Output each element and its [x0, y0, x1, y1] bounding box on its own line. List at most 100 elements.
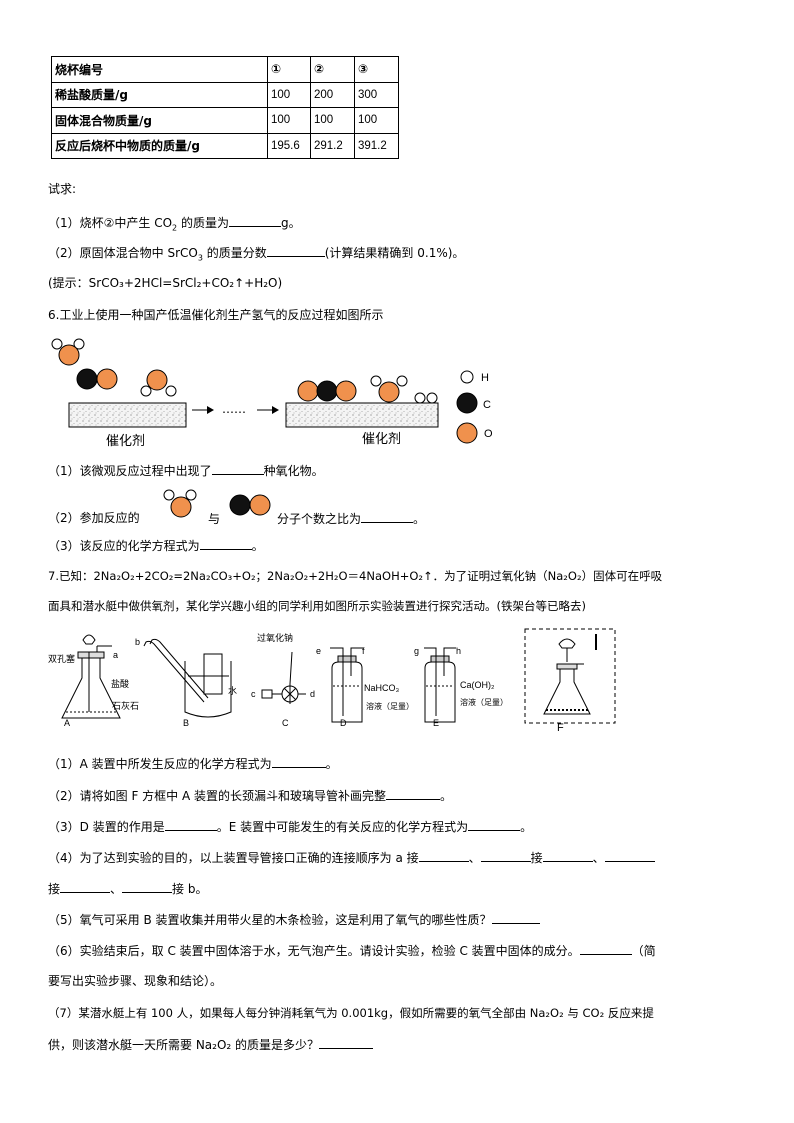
- water-molecule-icon: [370, 375, 408, 403]
- table-cell: 391.2: [354, 132, 399, 159]
- table-cell: 反应后烧杯中物质的质量/g: [51, 132, 268, 159]
- label-E: E: [433, 718, 440, 728]
- q6-part2: （2）参加反应的: [48, 511, 140, 525]
- legend-c: C: [483, 399, 491, 411]
- label-na2o2: 过氧化钠: [257, 633, 294, 643]
- answer-blank[interactable]: [164, 818, 217, 831]
- catalyst-reaction-diagram: …… H C O: [51, 338, 493, 444]
- label-A: A: [64, 718, 71, 728]
- apparatus-e: [424, 647, 456, 723]
- table-cell: 100: [354, 107, 399, 134]
- legend-o: O: [484, 428, 493, 440]
- legend-h: H: [481, 372, 489, 384]
- label-c: c: [251, 689, 256, 699]
- answer-blank[interactable]: [266, 244, 325, 257]
- h2-molecule-icon: [414, 392, 438, 404]
- label-C: C: [282, 718, 289, 728]
- co2-molecule-icon: [297, 380, 357, 402]
- answer-blank[interactable]: [60, 880, 111, 893]
- q6-part3: （3）该反应的化学方程式为。: [48, 537, 264, 553]
- table-cell: 稀盐酸质量/g: [51, 81, 268, 108]
- answer-blank[interactable]: [579, 942, 632, 955]
- water-molecule-icon: [51, 338, 85, 366]
- process-ellipsis: ……: [222, 402, 246, 416]
- carbon-atom-icon: [456, 392, 478, 414]
- apparatus-d: [330, 647, 364, 723]
- label-stopper: 双孔塞: [48, 654, 76, 664]
- catalyst-slab: [68, 402, 187, 428]
- table-header-cell: ②: [310, 56, 355, 83]
- label-b: b: [135, 637, 141, 647]
- apparatus-b: [143, 638, 232, 718]
- q6-part2-end: 分子个数之比为。: [277, 510, 426, 526]
- water-molecule-icon: [163, 489, 197, 518]
- table-cell: 100: [267, 81, 311, 108]
- q7-part5: （5）氧气可采用 B 装置收集并用带火星的木条检验，这是利用了氧气的哪些性质？: [48, 911, 540, 928]
- answer-blank[interactable]: [418, 849, 469, 862]
- answer-blank[interactable]: [228, 214, 281, 227]
- label-caoh2: Ca(OH)₂: [460, 680, 495, 690]
- hydrogen-atom-icon: [460, 370, 474, 384]
- table-header-cell: 烧杯编号: [51, 56, 268, 83]
- answer-blank[interactable]: [386, 787, 441, 800]
- answer-blank[interactable]: [468, 818, 521, 831]
- q7-part4-cont: 接、接 b。: [48, 880, 208, 896]
- table-header-cell: ③: [354, 56, 399, 83]
- answer-blank[interactable]: [542, 849, 593, 862]
- label-F: F: [557, 722, 564, 734]
- table-cell: 300: [354, 81, 399, 108]
- q7-part7-cont: 供，则该潜水艇一天所需要 Na₂O₂ 的质量是多少？: [48, 1036, 374, 1053]
- apparatus-f: [524, 628, 616, 724]
- label-solution-e: 溶液（足量）: [460, 698, 508, 707]
- q5-part2: （2）原固体混合物中 SrCO3 的质量分数(计算结果精确到 0.1%)。: [48, 244, 465, 263]
- table-header-row: 烧杯编号 ① ② ③: [51, 56, 399, 83]
- answer-blank[interactable]: [199, 537, 252, 550]
- label-D: D: [340, 718, 347, 728]
- table-cell: 291.2: [310, 132, 355, 159]
- label-acid: 盐酸: [111, 679, 130, 689]
- q7-part1: （1）A 装置中所发生反应的化学方程式为。: [48, 755, 338, 771]
- label-f: f: [362, 646, 365, 656]
- q5-ask: 试求:: [48, 182, 77, 196]
- answer-blank[interactable]: [361, 510, 414, 523]
- label-nahco3: NaHCO₃: [364, 683, 400, 693]
- q5-hint: (提示：SrCO₃+2HCl=SrCl₂+CO₂↑+H₂O): [48, 276, 283, 290]
- label-g: g: [414, 646, 420, 656]
- q7-part6-cont: 要写出实验步骤、现象和结论）。: [48, 974, 223, 988]
- label-limestone: 石灰石: [112, 701, 140, 711]
- q7-part2: （2）请将如图 F 方框中 A 装置的长颈漏斗和玻璃导管补画完整。: [48, 787, 453, 803]
- q6-title: 6.工业上使用一种国产低温催化剂生产氢气的反应过程如图所示: [48, 308, 384, 322]
- oxygen-atom-icon: [456, 422, 478, 444]
- apparatus-diagram: [61, 628, 616, 724]
- answer-blank[interactable]: [604, 849, 655, 862]
- q6-part1: （1）该微观反应过程中出现了种氧化物。: [48, 462, 324, 478]
- table-cell: 195.6: [267, 132, 311, 159]
- answer-blank[interactable]: [319, 1036, 374, 1049]
- q7-part7: （7）某潜水艇上有 100 人，如果每人每分钟消耗氧气为 0.001kg，假如所…: [48, 1006, 654, 1020]
- q7-part3: （3）D 装置的作用是。E 装置中可能发生的有关反应的化学方程式为。: [48, 818, 533, 834]
- q7-part4: （4）为了达到实验的目的，以上装置导管接口正确的连接顺序为 a 接、接、: [48, 849, 655, 866]
- apparatus-c: [261, 651, 306, 704]
- answer-blank[interactable]: [271, 755, 326, 768]
- beaker-data-table: 烧杯编号 ① ② ③ 稀盐酸质量/g 100 200 300 固体混合物质量/g…: [51, 56, 399, 159]
- water-molecule-icon: [140, 369, 177, 397]
- q7-part6: （6）实验结束后，取 C 装置中固体溶于水，无气泡产生。请设计实验，检验 C 装…: [48, 942, 656, 958]
- label-d: d: [310, 689, 316, 699]
- catalyst-slab: [285, 402, 439, 428]
- q7-intro-line1: 7.已知：2Na₂O₂+2CO₂=2Na₂CO₃+O₂；2Na₂O₂+2H₂O＝…: [48, 569, 663, 583]
- table-cell: 200: [310, 81, 355, 108]
- q7-intro-line2: 面具和潜水艇中做供氧剂，某化学兴趣小组的同学利用如图所示实验装置进行探究活动。(…: [48, 599, 586, 613]
- label-h: h: [456, 646, 462, 656]
- table-cell: 100: [267, 107, 311, 134]
- co-molecule-icon: [229, 494, 271, 516]
- answer-blank[interactable]: [211, 462, 264, 475]
- catalyst-label: 催化剂: [106, 434, 146, 449]
- atom-legend: H C O: [456, 370, 493, 444]
- co-molecule-icon: [76, 368, 118, 390]
- answer-blank[interactable]: [491, 911, 540, 924]
- table-cell: 固体混合物质量/g: [51, 107, 268, 134]
- label-e: e: [316, 646, 322, 656]
- answer-blank[interactable]: [480, 849, 531, 862]
- answer-blank[interactable]: [122, 880, 173, 893]
